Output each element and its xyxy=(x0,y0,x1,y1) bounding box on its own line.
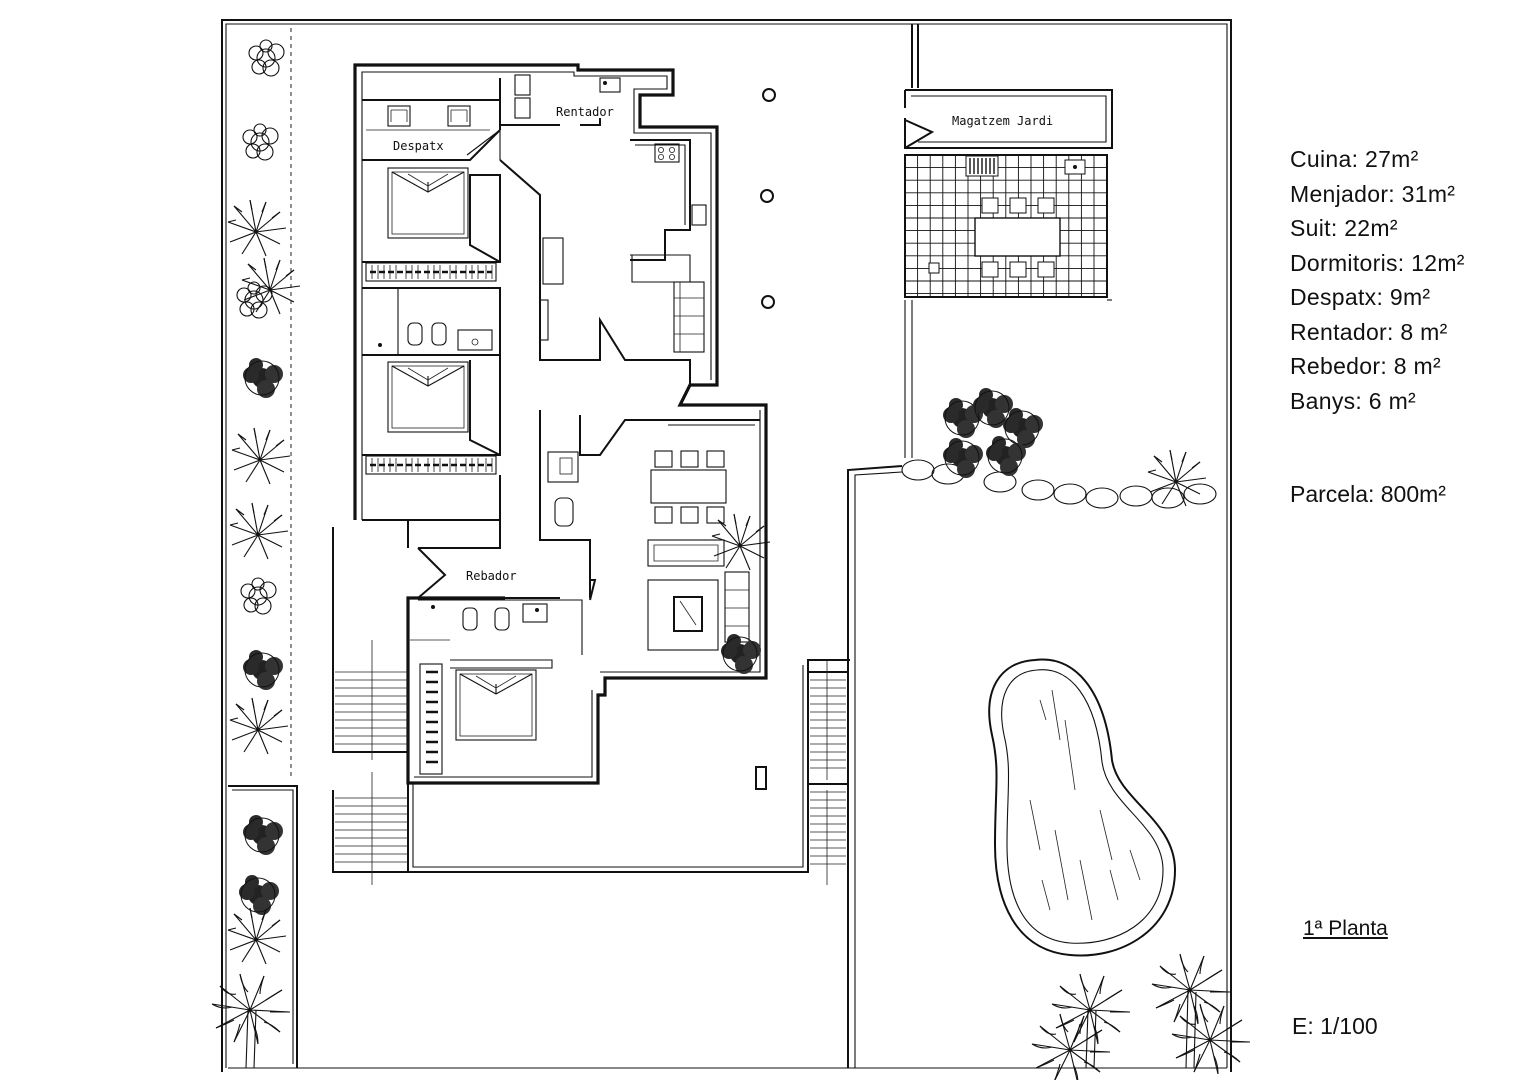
area-legend: Cuina: 27m² Menjador: 31m² Suit: 22m² Do… xyxy=(1290,142,1520,418)
area-rebedor: Rebedor: 8 m² xyxy=(1290,353,1441,379)
area-despatx: Despatx: 9m² xyxy=(1290,284,1431,310)
area-menjador: Menjador: 31m² xyxy=(1290,180,1456,207)
area-cuina: Cuina: 27m² xyxy=(1290,146,1419,172)
parcela-area: Parcela: 800m² xyxy=(1290,481,1446,507)
floor-title: 1ª Planta xyxy=(1303,917,1388,940)
area-suit: Suit: 22m² xyxy=(1290,215,1398,241)
label-rentador: Rentador xyxy=(556,105,614,119)
area-dormitoris: Dormitoris: 12m² xyxy=(1290,249,1465,276)
label-despatx: Despatx xyxy=(393,139,444,153)
scale-label: E: 1/100 xyxy=(1292,1013,1378,1039)
label-rebador: Rebador xyxy=(466,569,517,583)
area-rentador: Rentador: 8 m² xyxy=(1290,318,1448,345)
area-banys: Banys: 6 m² xyxy=(1290,387,1417,414)
label-magatzem: Magatzem Jardi xyxy=(952,114,1053,128)
